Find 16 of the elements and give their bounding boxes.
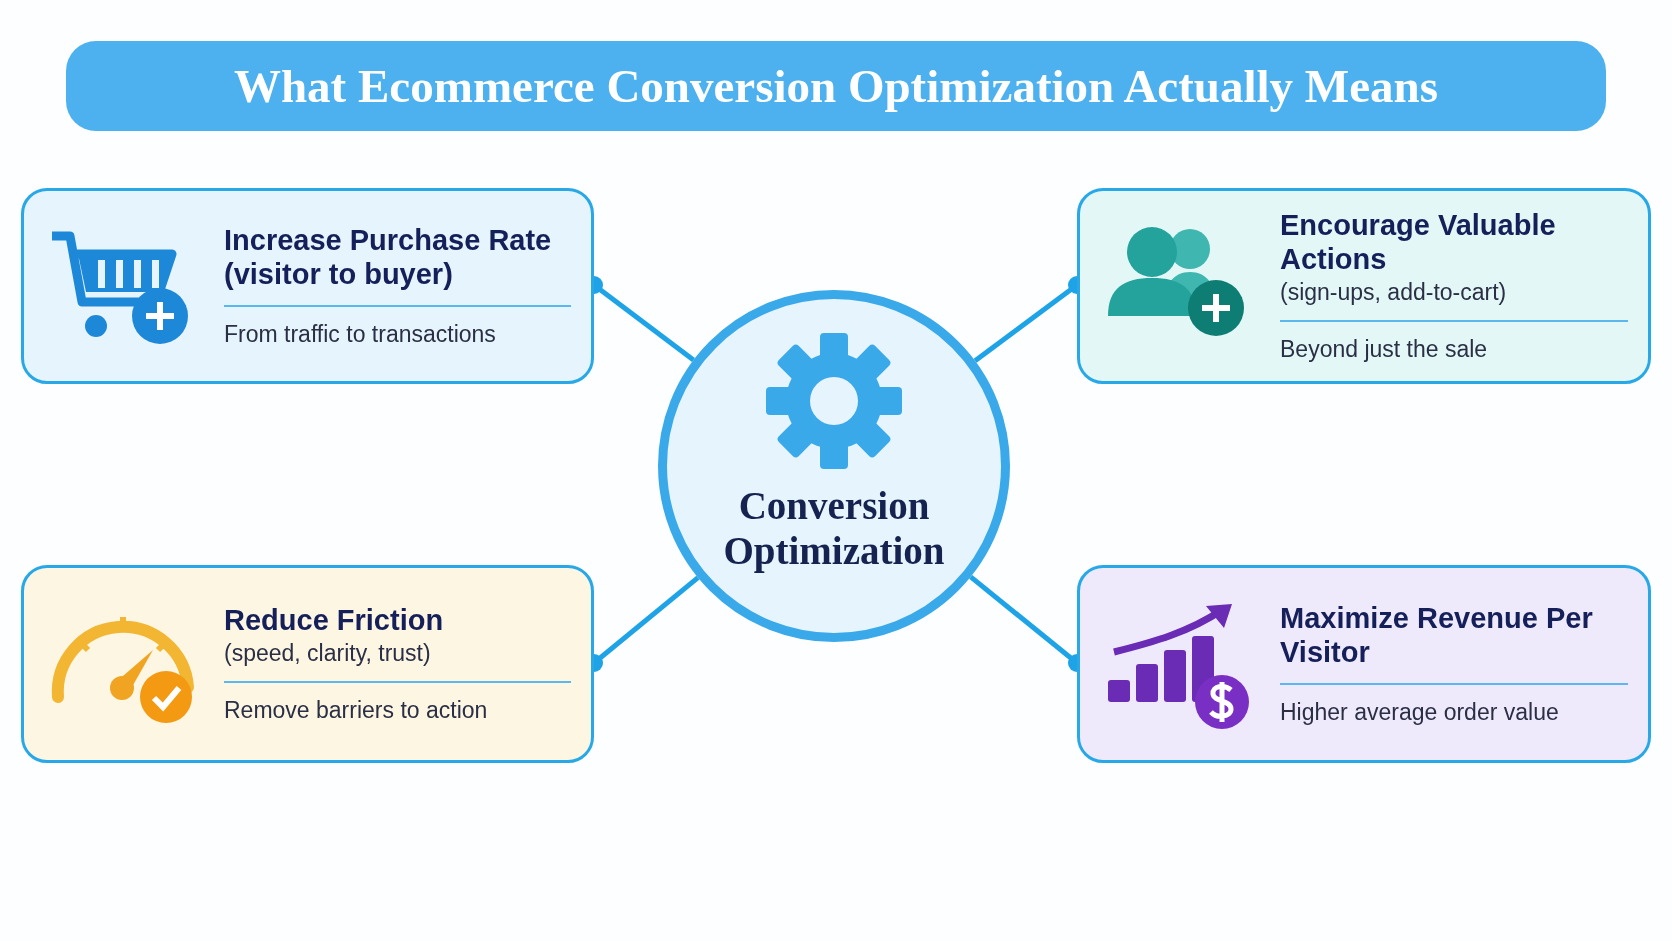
topic-card <box>21 565 594 763</box>
topic-card <box>21 188 594 384</box>
card-description: From traffic to transactions <box>224 320 497 348</box>
card-heading: Increase Purchase Rate (visitor to buyer) <box>224 224 553 291</box>
card-description: Beyond just the sale <box>1280 335 1489 363</box>
topic-card <box>1077 188 1651 384</box>
card-subheading: (speed, clarity, trust) <box>224 640 432 668</box>
card-description: Higher average order value <box>1280 698 1560 726</box>
card-description: Remove barriers to action <box>224 697 489 725</box>
hub-label: Conversion Optimization <box>722 484 946 574</box>
title-banner: What Ecommerce Conversion Optimization Actually Means <box>66 41 1606 131</box>
card-subheading: (sign-ups, add-to-cart) <box>1280 278 1508 306</box>
card-heading: Maximize Revenue Per Visitor <box>1280 602 1594 669</box>
card-heading: Reduce Friction <box>224 603 445 638</box>
card-heading: Encourage Valuable Actions <box>1280 209 1557 276</box>
topic-card <box>1077 565 1651 763</box>
